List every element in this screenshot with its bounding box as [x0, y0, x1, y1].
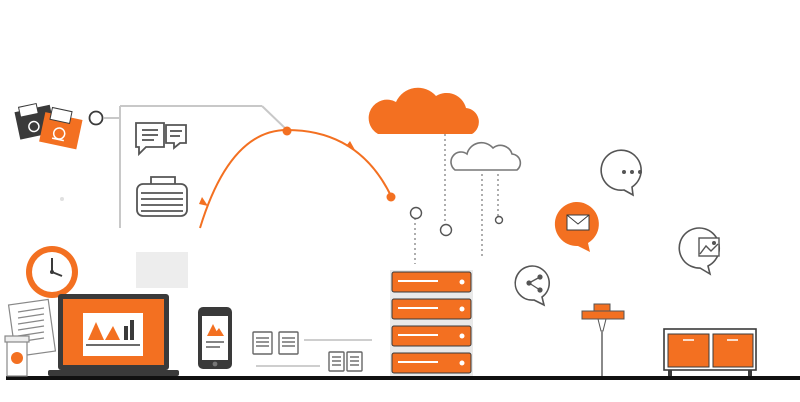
server-node	[409, 206, 423, 220]
cloud-node-1	[439, 223, 453, 237]
typing-bubble-icon	[600, 149, 642, 197]
connector-lines	[104, 105, 288, 228]
signpost-icon	[581, 303, 625, 376]
faint-dot	[60, 197, 64, 201]
smartphone-icon	[198, 307, 232, 369]
cloud-outline-icon	[450, 141, 522, 171]
ground-line	[6, 376, 800, 380]
orange-arc	[199, 128, 393, 229]
briefcase-icon	[136, 176, 188, 217]
cloud-node-2	[494, 215, 504, 225]
email-bubble-icon	[554, 202, 599, 252]
arc-arrow-left	[199, 197, 208, 206]
laptop-icon	[48, 294, 179, 376]
cabinet-icon	[663, 328, 757, 376]
server-rack-icon	[390, 270, 473, 376]
cloud-icon	[368, 87, 479, 134]
cloud-connectors	[414, 134, 499, 264]
arc-arrow-right	[346, 141, 355, 150]
coffee-cup-icon	[4, 335, 30, 377]
arc-node-top	[282, 126, 292, 136]
image-bubble-icon	[678, 227, 721, 276]
chat-bubbles-icon	[135, 122, 187, 157]
table-connectors	[256, 339, 372, 367]
share-bubble-icon	[514, 265, 551, 307]
node-circle	[88, 110, 104, 126]
halftone-pattern	[136, 252, 188, 288]
table-icon	[328, 351, 363, 372]
envelope-postal-icon	[14, 102, 83, 150]
arc-node-right	[386, 192, 396, 202]
clock-icon	[26, 246, 78, 298]
document-icon	[252, 331, 299, 355]
